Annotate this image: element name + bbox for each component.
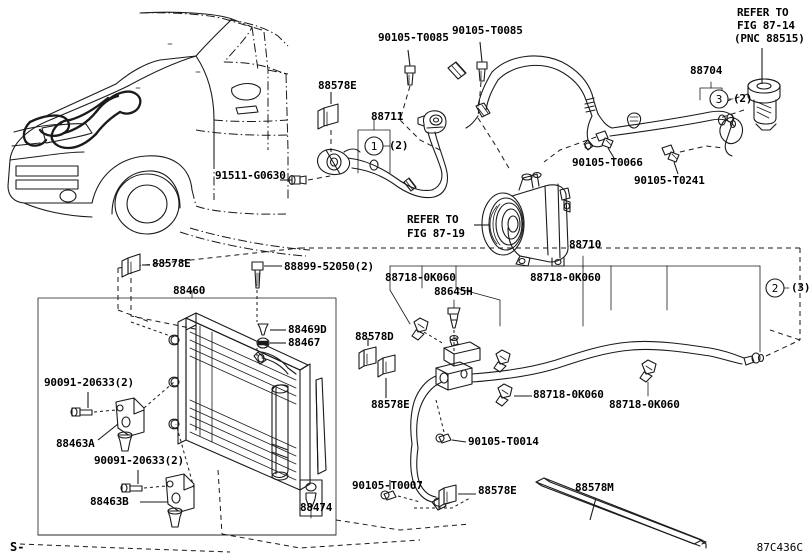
part-90091-20633-a — [70, 392, 117, 417]
label-refer-fig-87-19-line2: FIG 87-19 — [407, 227, 465, 240]
group-lower-pipes — [358, 299, 801, 549]
part-88463B-bracket — [140, 423, 195, 528]
clip-88718-c — [495, 383, 532, 407]
part-88460-condenser — [130, 312, 327, 491]
label-88710: 88710 — [569, 238, 602, 251]
label-refer-fig-87-19-line1: REFER TO — [407, 213, 459, 226]
label-90105-T0007: 90105-T0007 — [352, 479, 423, 492]
part-88578D-clip — [358, 338, 377, 370]
callout-bracket-88711 — [357, 119, 391, 174]
label-88578M: 88578M — [575, 481, 614, 494]
label-90105-T0014: 90105-T0014 — [468, 435, 539, 448]
callout-circle-1: 1 — [364, 136, 391, 171]
part-88469D — [257, 323, 286, 336]
label-90091-20633-b: 90091-20633(2) — [94, 454, 184, 467]
part-88711-hose — [316, 110, 449, 199]
label-90091-20633-a: 90091-20633(2) — [44, 376, 134, 389]
part-88578E-clip-lower — [377, 354, 396, 398]
part-90105-T0085-a — [399, 49, 441, 151]
sheet-mark: S- — [10, 540, 25, 554]
label-callout-2-qty: (3) — [791, 281, 811, 294]
label-88718-0K060-a: 88718-0K060 — [385, 271, 456, 284]
clip-88718-d — [639, 359, 657, 397]
part-90091-20633-b — [120, 470, 167, 493]
label-90105-T0085-a: 90105-T0085 — [378, 31, 449, 44]
label-88718-0K060-b: 88718-0K060 — [530, 271, 601, 284]
part-88578M-strip — [535, 477, 707, 549]
part-88463A-bracket — [97, 381, 175, 452]
part-88704-line — [447, 55, 744, 157]
part-88899-52050 — [251, 261, 282, 322]
part-88578E-clip-bottom — [438, 484, 476, 508]
part-88645H — [447, 299, 461, 356]
part-88578E-condenser — [121, 253, 201, 331]
part-90105-T0066 — [543, 130, 615, 163]
callout-circle-3: 3 — [709, 89, 734, 126]
label-88718-0K060-d: 88718-0K060 — [609, 398, 680, 411]
label-88711-qty: (2) — [389, 139, 409, 152]
part-88515-grommet — [719, 48, 781, 131]
label-88899-52050: 88899-52050(2) — [284, 260, 374, 273]
label-88578E-lower: 88578E — [371, 398, 410, 411]
part-88467 — [256, 337, 286, 356]
clip-88718-b — [493, 349, 511, 373]
diagram-code: 87C436C — [756, 541, 803, 554]
label-88474: 88474 — [300, 501, 333, 514]
label-88578E-bottom: 88578E — [478, 484, 517, 497]
label-88711: 88711 — [371, 110, 404, 123]
label-90105-T0241: 90105-T0241 — [634, 174, 705, 187]
condenser-routing-dashes — [19, 469, 471, 553]
label-90105-T0085-b: 90105-T0085 — [452, 24, 523, 37]
label-88704-qty: (2) — [733, 92, 753, 105]
part-90105-T0241 — [661, 144, 725, 175]
vehicle-illustration — [7, 11, 311, 257]
label-refer-fig-87-14-pnc: (PNC 88515) — [734, 32, 805, 45]
label-91511-G0630: 91511-G0630 — [215, 169, 286, 182]
part-88474 — [299, 479, 323, 519]
part-91511-G0630 — [280, 174, 331, 186]
part-90105-T0085-b — [476, 41, 511, 171]
callout-circle-2: 2 — [765, 278, 790, 298]
label-88578D: 88578D — [355, 330, 394, 343]
callout-brackets-lines — [389, 265, 761, 353]
label-88578E-upper: 88578E — [318, 79, 357, 92]
label-88645H: 88645H — [434, 285, 473, 298]
svg-text:2: 2 — [772, 282, 779, 295]
label-88460: 88460 — [173, 284, 206, 297]
label-refer-fig-87-14-line1: REFER TO — [737, 6, 789, 19]
part-88578E-upper — [317, 92, 339, 152]
label-88463B: 88463B — [90, 495, 129, 508]
label-refer-fig-87-14-line2: FIG 87-14 — [737, 19, 795, 32]
label-88463A: 88463A — [56, 437, 95, 450]
label-88704: 88704 — [690, 64, 723, 77]
label-88467: 88467 — [288, 336, 321, 349]
part-88710-compressor — [474, 171, 584, 269]
svg-text:1: 1 — [371, 140, 378, 153]
label-88578E-condenser: 88578E — [152, 257, 191, 270]
label-90105-T0066: 90105-T0066 — [572, 156, 643, 169]
clip-88718-a — [411, 317, 445, 345]
label-88469D: 88469D — [288, 323, 327, 336]
label-88718-0K060-c: 88718-0K060 — [533, 388, 604, 401]
svg-text:3: 3 — [716, 93, 723, 106]
part-90105-T0014 — [435, 399, 467, 444]
part-90105-T0007 — [380, 480, 421, 503]
